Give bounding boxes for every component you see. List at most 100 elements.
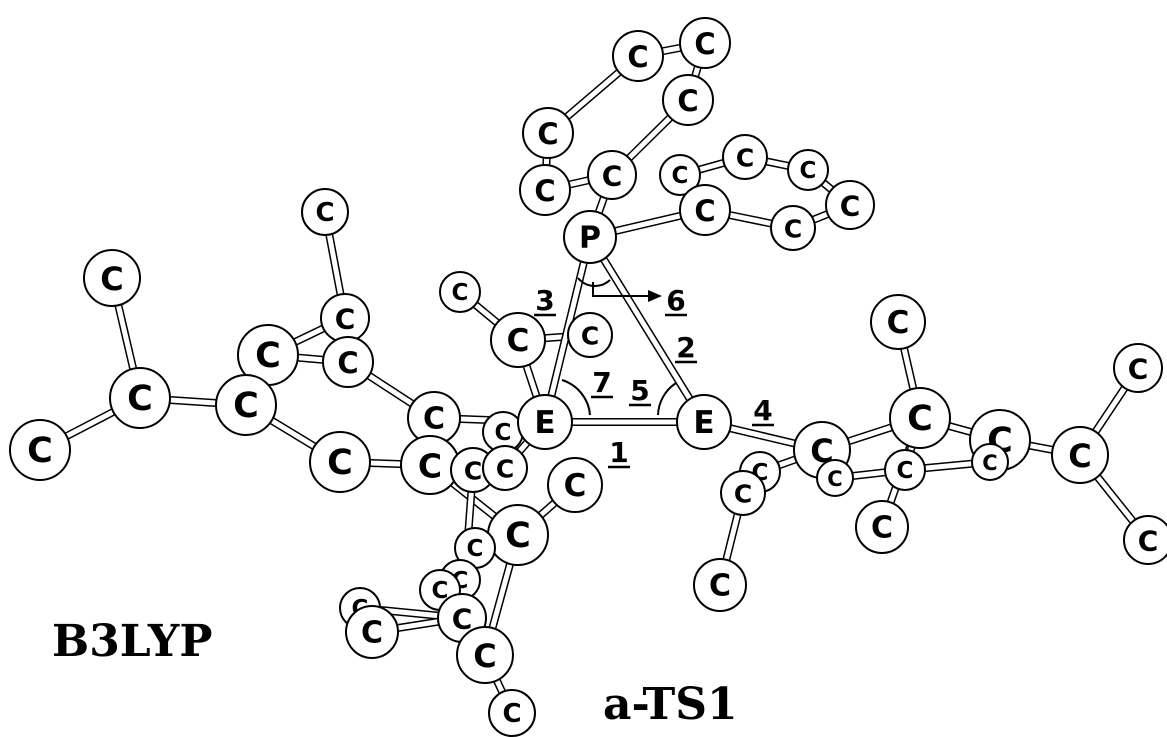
atom-c16: C (320, 293, 370, 343)
atom-c13: C (301, 188, 349, 236)
atom-c47: C (884, 449, 926, 491)
atom-c20: C (567, 312, 613, 358)
atom-c26: C (400, 435, 460, 495)
atom-c15: C (439, 271, 481, 313)
atom-c51: C (1123, 515, 1167, 565)
atom-circle-c10 (825, 180, 875, 230)
atom-label-c14: C (100, 260, 123, 298)
atom-c17: C (237, 324, 299, 386)
atom-c23: C (9, 419, 71, 481)
atom-c36: C (345, 605, 399, 659)
atom-label-c13: C (315, 198, 334, 228)
atom-c10: C (825, 180, 875, 230)
atom-c6: C (587, 150, 637, 200)
atom-label-c52: C (709, 569, 731, 604)
pointer-line-6 (592, 282, 650, 297)
atom-label-c22: C (233, 386, 259, 426)
atom-label-c21: C (127, 379, 153, 419)
atom-circle-c40 (1113, 343, 1163, 393)
atom-label-c2: C (694, 27, 715, 61)
atom-label-c37: C (473, 637, 496, 675)
atom-circle-p1 (563, 210, 617, 264)
atom-label-c16: C (335, 303, 356, 336)
atom-c5: C (519, 164, 571, 216)
atom-c4: C (522, 107, 574, 159)
atom-circle-c49 (720, 470, 766, 516)
atom-label-c33: C (432, 578, 449, 604)
atom-label-c30: C (505, 516, 531, 556)
atom-circle-c12 (679, 184, 731, 236)
atom-circle-c29 (547, 457, 603, 513)
atom-c3: C (662, 74, 714, 126)
atom-label-c3: C (677, 84, 698, 118)
atom-label-c27: C (464, 457, 482, 486)
atom-label-c43: C (1068, 437, 1091, 475)
atom-label-c24b: C (495, 420, 512, 446)
atom-c48: C (971, 443, 1009, 481)
atom-label-c9: C (800, 158, 817, 184)
atom-c18: C (322, 336, 374, 388)
atom-label-c20: C (581, 322, 599, 351)
atom-circle-c23 (9, 419, 71, 481)
parameter-label-5: 5 (630, 374, 649, 407)
atom-circle-c52 (693, 558, 747, 612)
atom-c40: C (1113, 343, 1163, 393)
atom-label-c25: C (327, 443, 353, 483)
atom-circle-e2 (676, 394, 732, 450)
atom-circle-e1 (517, 394, 573, 450)
atom-label-p1: P (579, 221, 601, 256)
atom-circle-c14 (83, 249, 141, 307)
atom-circle-c21 (109, 367, 171, 429)
structure-label: a-TS1 (603, 679, 738, 730)
atom-circle-c19 (490, 312, 546, 368)
atom-circle-c41 (889, 387, 951, 449)
atom-c8: C (722, 134, 768, 180)
atom-label-c18: C (337, 346, 358, 380)
atom-label-c50: C (871, 511, 893, 546)
atom-label-c38: C (502, 699, 521, 729)
atom-c25: C (309, 431, 371, 493)
method-label: B3LYP (52, 616, 213, 667)
parameter-label-1: 1 (609, 436, 628, 469)
atom-circle-c25 (309, 431, 371, 493)
atom-c41: C (889, 387, 951, 449)
atom-c49: C (720, 470, 766, 516)
atom-circle-c13 (301, 188, 349, 236)
atom-e1: E (517, 394, 573, 450)
atom-label-c23: C (27, 431, 53, 471)
parameter-label-6: 6 (666, 284, 685, 317)
atom-circle-c38 (488, 689, 536, 737)
atom-label-c47: C (897, 458, 914, 484)
atom-label-c28: C (496, 455, 514, 484)
atom-c29: C (547, 457, 603, 513)
atom-label-c41: C (907, 399, 933, 439)
atom-circle-c1 (612, 30, 664, 82)
atom-p1: P (563, 210, 617, 264)
atom-label-c15: C (452, 280, 469, 306)
atom-c21: C (109, 367, 171, 429)
atom-c14: C (83, 249, 141, 307)
atom-label-c51: C (1138, 525, 1159, 558)
atom-c30: C (487, 504, 549, 566)
atom-circle-c6 (587, 150, 637, 200)
atom-c37: C (456, 626, 514, 684)
atom-label-c40: C (1128, 353, 1149, 386)
atom-label-c7: C (672, 163, 689, 189)
atom-circle-c37 (456, 626, 514, 684)
atom-label-c31: C (467, 536, 484, 562)
atom-e2: E (676, 394, 732, 450)
atom-c31: C (454, 527, 496, 569)
parameter-label-2: 2 (676, 331, 695, 364)
atom-c46: C (816, 459, 854, 497)
atom-circle-c2 (679, 17, 731, 69)
atom-circle-c5 (519, 164, 571, 216)
atom-label-c12: C (694, 194, 715, 228)
parameter-label-4: 4 (753, 394, 772, 427)
atom-c9: C (787, 149, 829, 191)
atom-c38: C (488, 689, 536, 737)
atom-label-e2: E (693, 405, 714, 441)
parameter-label-7: 7 (592, 366, 611, 399)
atom-circle-c20 (567, 312, 613, 358)
